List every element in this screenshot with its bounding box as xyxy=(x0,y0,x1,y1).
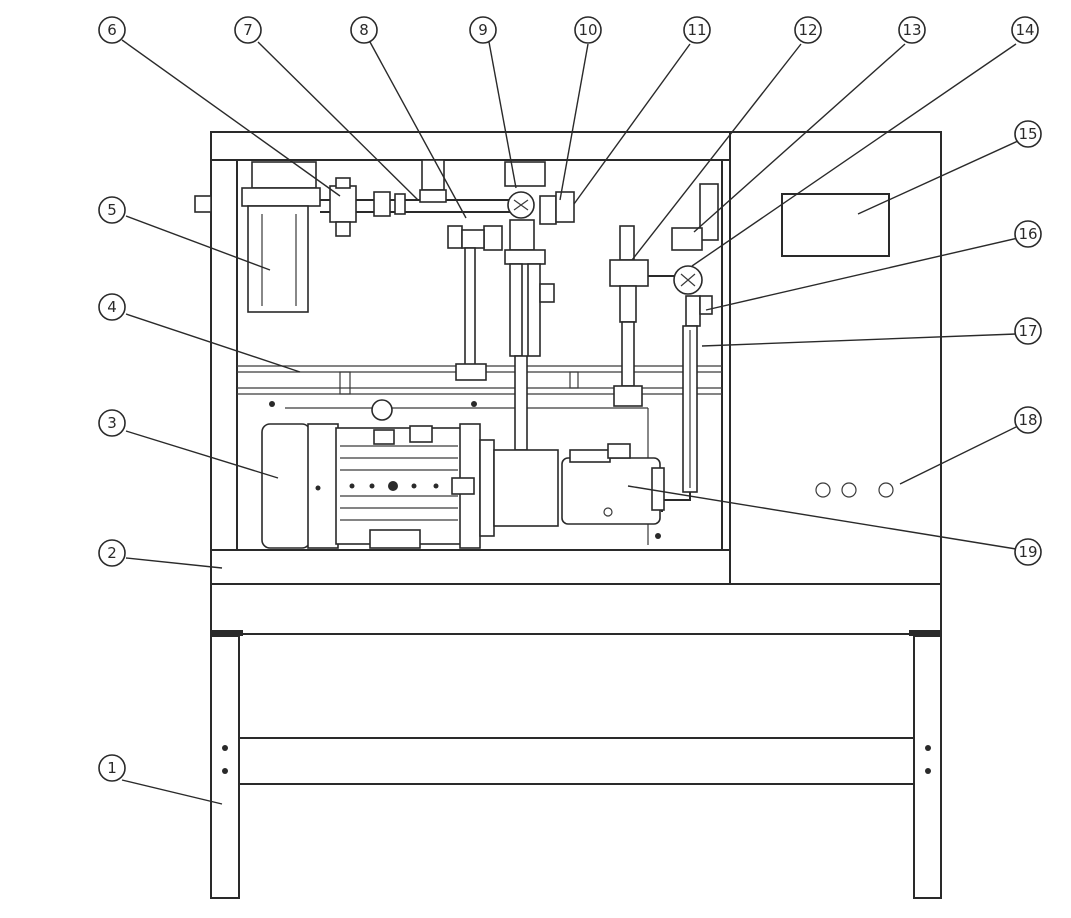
callouts: 1 2 3 4 5 6 7 8 9 10 11 12 13 14 15 16 1… xyxy=(98,16,1042,782)
callout-label: 6 xyxy=(107,21,117,39)
callout-label: 10 xyxy=(578,21,597,39)
callout-19: 19 xyxy=(1014,538,1042,566)
callout-label: 7 xyxy=(243,21,253,39)
high-pressure-pump xyxy=(269,401,665,539)
leader-lines xyxy=(121,39,1019,805)
callout-14: 14 xyxy=(1011,16,1039,44)
callout-16: 16 xyxy=(1014,220,1042,248)
callout-label: 12 xyxy=(798,21,817,39)
callout-15: 15 xyxy=(1014,120,1042,148)
callout-13: 13 xyxy=(898,16,926,44)
callout-label: 4 xyxy=(107,298,117,316)
control-panel xyxy=(781,193,894,498)
callout-11: 11 xyxy=(683,16,711,44)
callout-label: 13 xyxy=(902,21,921,39)
callout-label: 5 xyxy=(107,201,117,219)
callout-label: 1 xyxy=(107,759,117,777)
inlet-pipe xyxy=(320,159,510,381)
callout-1: 1 xyxy=(98,754,126,782)
callout-label: 8 xyxy=(359,21,369,39)
callout-label: 17 xyxy=(1018,322,1037,340)
callout-label: 9 xyxy=(478,21,488,39)
callout-6: 6 xyxy=(98,16,126,44)
callout-3: 3 xyxy=(98,409,126,437)
electric-motor xyxy=(261,399,559,549)
callout-9: 9 xyxy=(469,16,497,44)
callout-5: 5 xyxy=(98,196,126,224)
callout-12: 12 xyxy=(794,16,822,44)
callout-label: 3 xyxy=(107,414,117,432)
callout-17: 17 xyxy=(1014,317,1042,345)
callout-8: 8 xyxy=(350,16,378,44)
callout-18: 18 xyxy=(1014,406,1042,434)
callout-2: 2 xyxy=(98,539,126,567)
callout-7: 7 xyxy=(234,16,262,44)
callout-label: 15 xyxy=(1018,125,1037,143)
callout-label: 11 xyxy=(687,21,706,39)
callout-10: 10 xyxy=(574,16,602,44)
callout-label: 19 xyxy=(1018,543,1037,561)
callout-label: 18 xyxy=(1018,411,1037,429)
water-filter xyxy=(194,161,321,313)
callout-label: 2 xyxy=(107,544,117,562)
callout-label: 16 xyxy=(1018,225,1037,243)
callout-label: 14 xyxy=(1015,21,1034,39)
stand xyxy=(210,583,942,899)
gauge-assembly-left xyxy=(504,161,575,451)
callout-4: 4 xyxy=(98,293,126,321)
